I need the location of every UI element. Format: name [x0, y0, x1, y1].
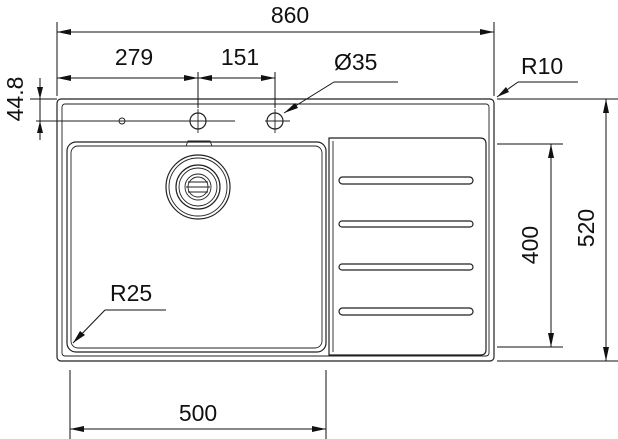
dim-bowl-width: 500: [69, 370, 327, 439]
bowl-outer: [66, 141, 327, 353]
drain-groove-4: [338, 307, 474, 316]
dim-outer-radius: R10: [496, 53, 578, 98]
drain-groove-2: [338, 220, 474, 228]
dim-hole-diameter: Ø35: [283, 49, 398, 114]
drain-groove-3: [338, 263, 474, 271]
drainboard: [328, 137, 487, 356]
tap-offset-label: 279: [115, 44, 153, 70]
dim-bowl-radius: R25: [72, 280, 166, 344]
overflow-hole: [118, 117, 126, 125]
tap-spacing-label: 151: [221, 44, 259, 70]
tap-hole-row: [36, 109, 290, 133]
bowl-width-label: 500: [179, 400, 217, 426]
bowl-inner: [70, 145, 323, 349]
bowl-radius-label: R25: [110, 280, 152, 306]
dim-hole-row-offset: 44.8: [2, 77, 57, 140]
outer-radius-label: R10: [521, 53, 563, 79]
bowl-overflow-slot: [185, 140, 213, 147]
dim-overall-depth: 520: [497, 98, 618, 362]
overall-depth-label: 520: [573, 209, 599, 247]
drain-groove-1: [338, 176, 474, 185]
dim-tap-offsets: 279 151: [57, 44, 276, 108]
dim-bowl-depth: 400: [497, 143, 563, 348]
drainboard-edge: [328, 137, 487, 356]
bowl: [66, 140, 327, 353]
dim-overall-width: 860: [56, 2, 495, 96]
hole-diameter-label: Ø35: [334, 49, 377, 75]
bowl-depth-label: 400: [517, 226, 543, 264]
hole-row-offset-label: 44.8: [2, 77, 28, 122]
drain-icon: [165, 154, 231, 220]
overall-width-label: 860: [271, 2, 309, 28]
